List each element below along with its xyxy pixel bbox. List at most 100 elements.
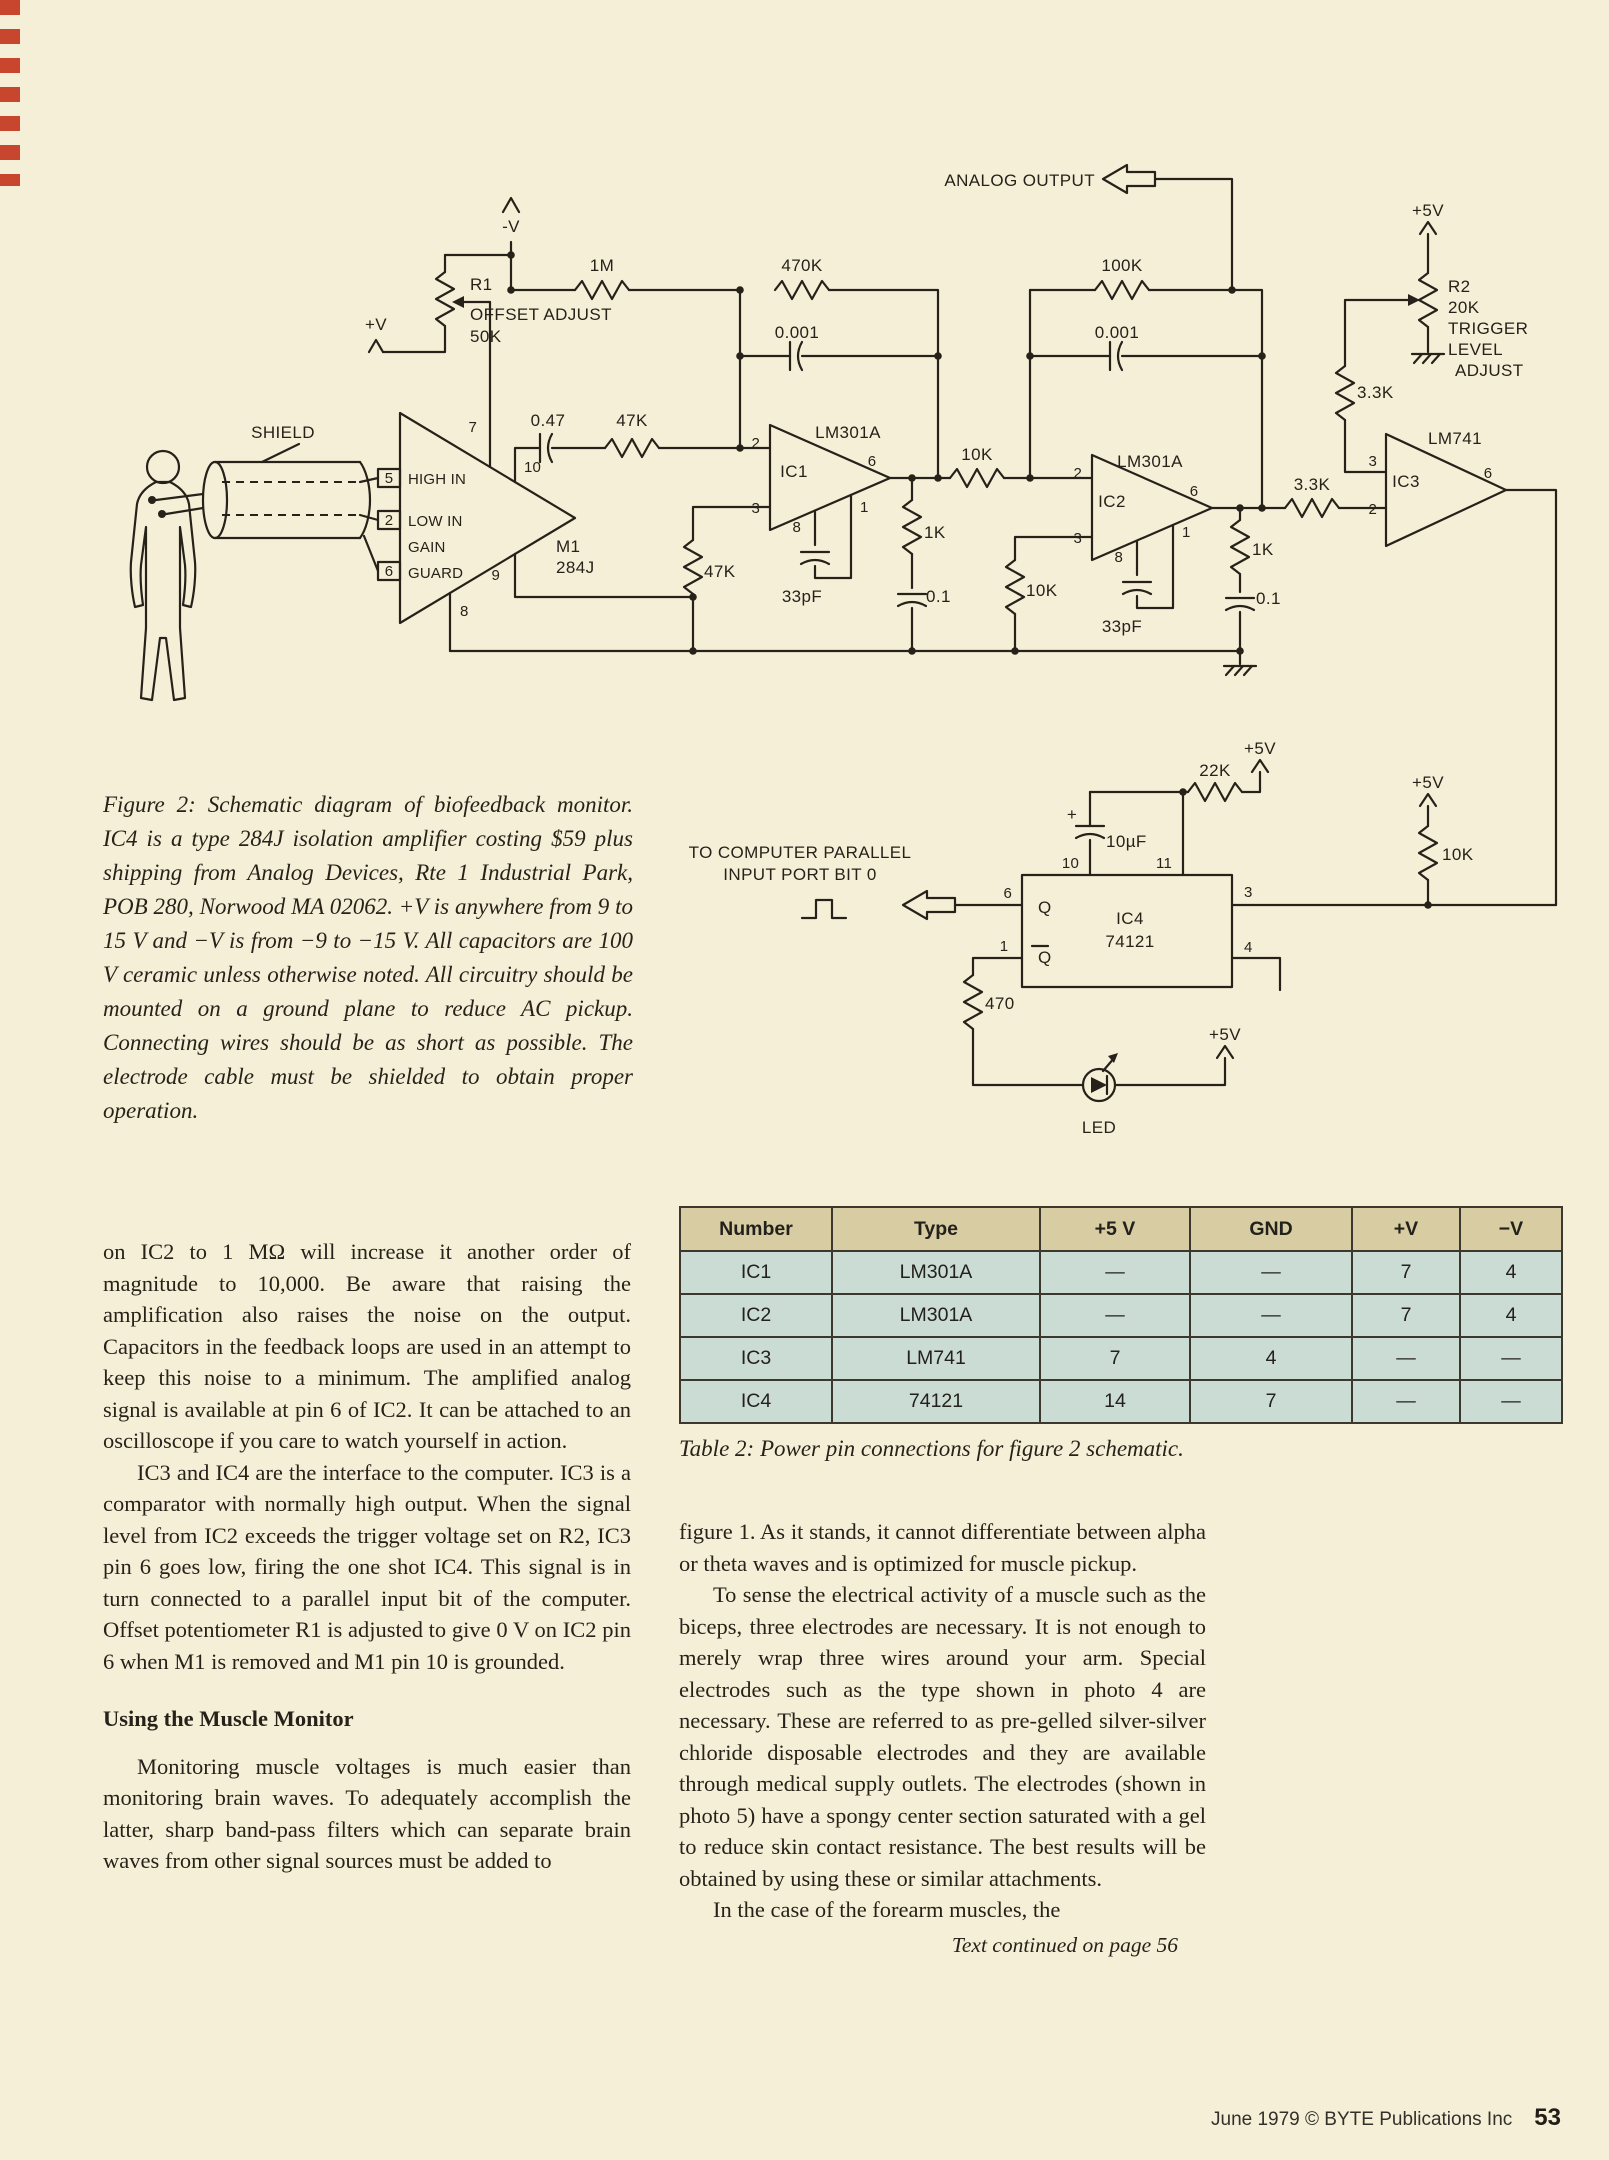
table-cell: LM301A — [831, 1250, 1041, 1295]
sch-label-m1-pin9: 9 — [491, 567, 500, 584]
sch-label-pos-v: +V — [365, 315, 387, 334]
body-paragraph: To sense the electrical activity of a mu… — [679, 1582, 1206, 1891]
capacitor-33pf-icon — [1121, 580, 1153, 596]
sch-label-level: LEVEL — [1448, 340, 1503, 359]
table-cell: IC3 — [679, 1336, 833, 1381]
red-registration-marks-icon — [0, 0, 20, 186]
sch-label-plus: + — [1067, 805, 1077, 824]
sch-label-10k-pullup: 10K — [1442, 845, 1474, 864]
power-flag-icon — [1418, 220, 1438, 236]
table-cell: 7 — [1351, 1250, 1461, 1295]
body-paragraph: figure 1. As it stands, it cannot differ… — [679, 1519, 1206, 1576]
resistor-10k-shunt-icon — [1004, 558, 1026, 616]
power-flag-icon — [367, 338, 385, 354]
sch-label-ic1-pin3: 3 — [751, 500, 760, 517]
sch-label-ic2-pin8: 8 — [1114, 549, 1123, 566]
figure2-caption: Figure 2: Schematic diagram of biofeedba… — [103, 792, 633, 1123]
table-header-row: Number Type +5 V GND +V −V — [679, 1206, 1563, 1252]
table-cell: 74121 — [831, 1379, 1041, 1424]
sch-label-47k: 47K — [616, 411, 648, 430]
sch-label-ic4-pin11: 11 — [1156, 855, 1172, 872]
capacitor-047-icon — [538, 432, 554, 464]
sch-label-5v-22k: +5V — [1244, 739, 1276, 758]
table-cell: — — [1189, 1250, 1353, 1295]
human-figure-icon — [145, 449, 181, 485]
body-paragraph: Monitoring muscle voltages is much easie… — [103, 1753, 631, 1874]
sch-label-guard: GUARD — [408, 565, 463, 582]
output-arrow-icon — [1101, 163, 1157, 195]
capacitor-0001-icon — [788, 340, 804, 372]
table-header-cell: GND — [1189, 1206, 1353, 1252]
left-column: on IC2 to 1 MΩ will increase it another … — [103, 1236, 631, 1877]
table-cell: — — [1351, 1336, 1461, 1381]
sch-label-5v-led: +5V — [1209, 1025, 1241, 1044]
table-cell: IC1 — [679, 1250, 833, 1295]
capacitor-01-icon — [1224, 596, 1256, 612]
table-row: IC1 LM301A — — 7 4 — [679, 1250, 1563, 1295]
sch-label-analog-output: ANALOG OUTPUT — [944, 171, 1095, 190]
capacitor-0001-icon — [1108, 340, 1124, 372]
sch-label-470: 470 — [985, 994, 1015, 1013]
sch-label-r1: R1 — [470, 275, 493, 294]
sch-label-m1-pin6: 6 — [385, 563, 394, 580]
resistor-47k-icon — [603, 437, 661, 459]
resistor-100k-icon — [1093, 279, 1151, 301]
table-cell: — — [1459, 1336, 1563, 1381]
table-cell: LM741 — [831, 1336, 1041, 1381]
sch-label-ic1-pin6: 6 — [868, 453, 877, 470]
sch-label-ic3-pin6: 6 — [1484, 465, 1493, 482]
sch-label-m1-pin5: 5 — [385, 470, 394, 487]
section-heading: Using the Muscle Monitor — [103, 1706, 354, 1731]
table-cell: 4 — [1459, 1293, 1563, 1338]
sch-label-ic4-pin4: 4 — [1244, 939, 1253, 956]
sch-label-ic1-pin2: 2 — [751, 435, 760, 452]
sch-label-10k-series: 10K — [961, 445, 993, 464]
sch-label-high-in: HIGH IN — [408, 471, 466, 488]
opamp-icon — [1090, 453, 1214, 562]
resistor-22k-icon — [1186, 781, 1244, 803]
sch-label-284j: 284J — [556, 558, 594, 577]
capacitor-01-icon — [896, 592, 928, 608]
comparator-ic3: +5V R2 20K TRIGGER LEVEL ADJUST 3.3K LM7… — [1334, 201, 1558, 907]
table-row: IC3 LM741 7 4 — — — [679, 1336, 1563, 1381]
sch-label-33k-series: 3.3K — [1294, 475, 1331, 494]
resistor-1m-icon — [573, 279, 631, 301]
sch-label-ic3-pin3: 3 — [1368, 453, 1377, 470]
sch-label-33pf-b: 33pF — [1102, 617, 1142, 636]
table-header-cell: +V — [1351, 1206, 1461, 1252]
one-shot-ic4: TO COMPUTER PARALLEL INPUT PORT BIT 0 IC… — [689, 739, 1558, 1137]
pulse-icon — [800, 898, 848, 920]
sch-label-ic2-pin6: 6 — [1190, 483, 1199, 500]
footer-imprint: June 1979 © BYTE Publications Inc — [1211, 2109, 1513, 2130]
input-arrow-icon — [901, 889, 957, 921]
table-cell: — — [1459, 1379, 1563, 1424]
resistor-33k-icon — [1283, 497, 1341, 519]
capacitor-33pf-icon — [799, 550, 831, 566]
sch-label-q-bar: Q — [1038, 948, 1052, 967]
sch-label-1k-a: 1K — [924, 523, 946, 542]
sch-label-ic4: IC4 — [1116, 909, 1144, 928]
resistor-47k-shunt-icon — [682, 538, 704, 596]
sch-label-ic2-pin2: 2 — [1073, 465, 1082, 482]
table-header-cell: +5 V — [1039, 1206, 1191, 1252]
continued-note: Text continued on page 56 — [951, 1932, 1178, 1957]
sch-label-ic3: IC3 — [1392, 472, 1420, 491]
sch-label-1k-b: 1K — [1252, 540, 1274, 559]
ground-rail — [448, 649, 1258, 677]
ground-icon — [1410, 352, 1446, 365]
ground-icon — [1222, 664, 1258, 677]
table-cell: 4 — [1189, 1336, 1353, 1381]
resistor-r1-icon — [434, 270, 456, 328]
sch-label-r2: R2 — [1448, 277, 1471, 296]
resistor-r2-icon — [1417, 271, 1439, 329]
sch-label-shield: SHIELD — [251, 423, 315, 442]
sch-label-50k: 50K — [470, 327, 502, 346]
sch-label-01-b: 0.1 — [1256, 589, 1281, 608]
sch-label-01-a: 0.1 — [926, 587, 951, 606]
table-cell: — — [1351, 1379, 1461, 1424]
sch-label-lm741: LM741 — [1428, 429, 1482, 448]
resistor-1k-icon — [901, 498, 923, 556]
opamp-icon — [768, 423, 892, 532]
